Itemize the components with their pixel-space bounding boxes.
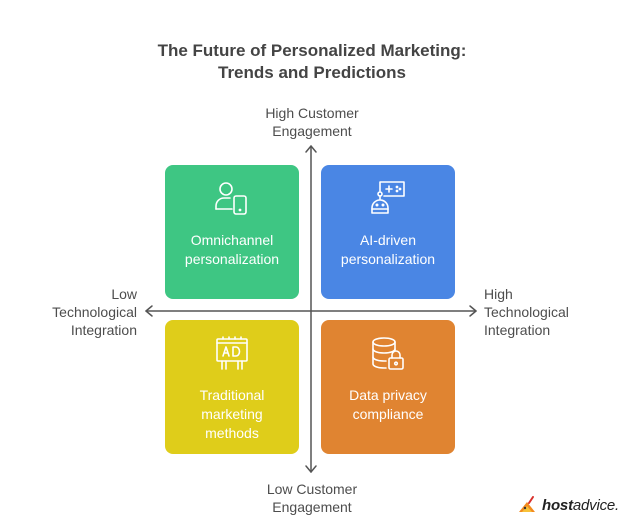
- axis-label-high-tech: High Technological Integration: [484, 286, 569, 338]
- logo-text: hostadvice.: [542, 496, 620, 514]
- axis-label-high-engagement: High Customer Engagement: [265, 105, 359, 139]
- quadrant-omnichannel-personalization: Omnichannel personalization: [165, 165, 299, 299]
- quadrant-label: AI-driven personalization: [340, 232, 436, 267]
- arrow-left-icon: [145, 305, 153, 317]
- diagram-title: The Future of Personalized Marketing: Tr…: [0, 40, 624, 84]
- billboard-ad-icon: [216, 336, 248, 370]
- hostadvice-logo: hostadvice.: [516, 494, 619, 516]
- user-device-icon: [215, 182, 247, 215]
- arrow-right-icon: [469, 305, 477, 317]
- axis-label-low-engagement: Low Customer Engagement: [266, 481, 358, 515]
- arrow-down-icon: [305, 465, 317, 473]
- arrow-up-icon: [305, 145, 317, 153]
- axis-label-low-tech: Low Technological Integration: [52, 286, 137, 338]
- hostadvice-mascot-icon: [519, 496, 535, 512]
- database-lock-icon: [372, 337, 404, 370]
- quadrant-ai-driven-personalization: AI-driven personalization: [321, 165, 455, 299]
- robot-screen-icon: [371, 181, 405, 214]
- title-line-1: The Future of Personalized Marketing:: [157, 41, 467, 60]
- quadrant-label: Traditional marketing methods: [199, 387, 265, 441]
- title-line-2: Trends and Predictions: [218, 63, 406, 82]
- quadrant-label: Omnichannel personalization: [184, 232, 280, 267]
- quadrant-traditional-marketing-methods: Traditional marketing methods: [165, 320, 299, 454]
- quadrant-data-privacy-compliance: Data privacy compliance: [321, 320, 455, 454]
- quadrant-label: Data privacy compliance: [349, 387, 427, 422]
